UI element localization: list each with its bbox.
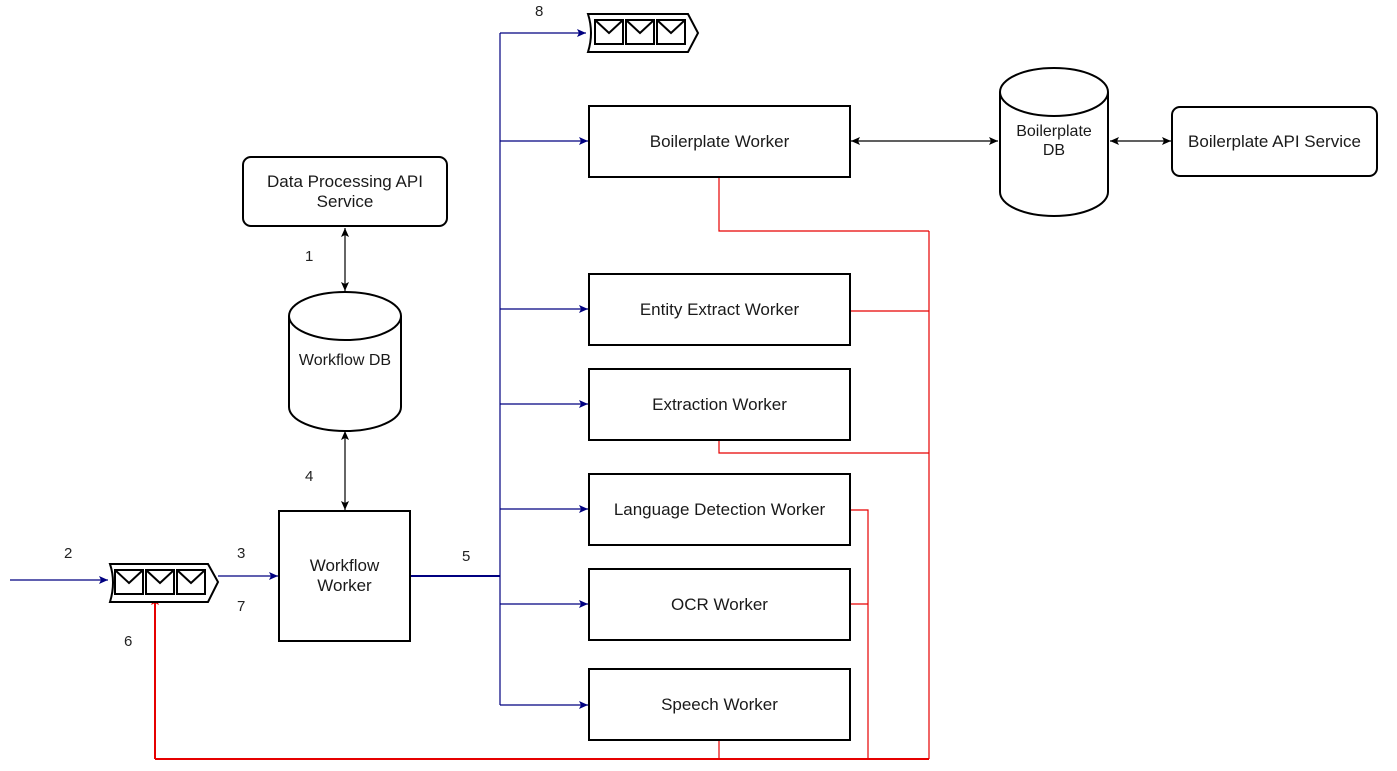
step-label-4: 4: [305, 468, 314, 485]
workflow-db-label: Workflow DB: [298, 351, 392, 369]
extraction-result-line: [718, 440, 929, 454]
boilerplate-api-service-box: Boilerplate API Service: [1171, 106, 1378, 177]
language-result-line: [851, 509, 869, 759]
input-queue-icon: [108, 563, 220, 603]
speech-worker-box: Speech Worker: [588, 668, 851, 741]
ocr-worker-label: OCR Worker: [671, 594, 768, 614]
boilerplate-api-service-label: Boilerplate API Service: [1188, 131, 1361, 151]
step-label-6: 6: [124, 633, 133, 650]
boilerplate-db-cylinder: [999, 67, 1109, 217]
output-queue-icon: [586, 13, 700, 53]
data-processing-api-service-label: Data Processing API Service: [267, 171, 423, 211]
result-lines: [151, 177, 930, 760]
extraction-worker-label: Extraction Worker: [652, 394, 787, 414]
boilerplate-db-label: Boilerplate DB: [1016, 123, 1092, 159]
boilerplate-result-line: [718, 177, 929, 232]
entity-extract-worker-label: Entity Extract Worker: [639, 299, 800, 319]
ocr-worker-box: OCR Worker: [588, 568, 851, 641]
step-label-2: 2: [64, 545, 73, 562]
workflow-worker-box: Workflow Worker: [278, 510, 411, 642]
sync-lines: [341, 137, 1171, 510]
step-label-7: 7: [237, 598, 246, 615]
workflow-worker-label: Workflow Worker: [309, 556, 380, 595]
workflow-db-cylinder: [288, 291, 402, 432]
boilerplate-worker-box: Boilerplate Worker: [588, 105, 851, 178]
step-label-3: 3: [237, 545, 246, 562]
step-label-5: 5: [462, 548, 471, 565]
extraction-worker-box: Extraction Worker: [588, 368, 851, 441]
step-label-8: 8: [535, 3, 544, 20]
data-processing-api-service-box: Data Processing API Service: [242, 156, 448, 227]
speech-worker-label: Speech Worker: [661, 694, 778, 714]
entity-extract-worker-box: Entity Extract Worker: [588, 273, 851, 346]
dispatch-lines: [10, 29, 588, 709]
boilerplate-worker-label: Boilerplate Worker: [649, 131, 790, 151]
step-label-1: 1: [305, 248, 314, 265]
language-detection-worker-box: Language Detection Worker: [588, 473, 851, 546]
language-detection-worker-label: Language Detection Worker: [613, 499, 826, 519]
